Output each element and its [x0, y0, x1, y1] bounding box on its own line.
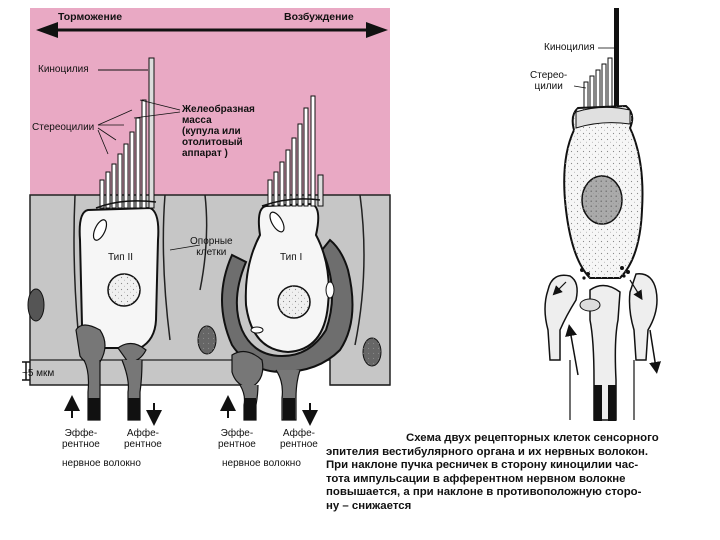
mitochondrion [92, 219, 108, 241]
efferent-label-2: Эффе- рентное [218, 428, 256, 450]
caption-line: повышается, а при наклоне в противополож… [326, 486, 642, 499]
type1-hair-cell [244, 202, 330, 354]
type1-efferent-terminal [231, 350, 264, 389]
type2-hair-bundle [99, 57, 155, 209]
type1-label: Тип I [280, 252, 303, 263]
right-stereocilia [583, 57, 613, 109]
right-kinocilium-label: Киноцилия [544, 42, 595, 53]
right-figure [544, 8, 661, 421]
caption-line: эпителия вестибулярного органа и их нерв… [326, 445, 649, 458]
right-stereocilia-label: Стерео- цилии [530, 70, 568, 92]
figure-caption: Схема двух рецепторных клеток сенсорного… [326, 432, 718, 514]
afferent-label-1: Аффе- рентное [124, 428, 162, 450]
support-nucleus [27, 288, 45, 322]
efferent-label-1: Эффе- рентное [62, 428, 100, 450]
inhibition-label: Торможение [58, 11, 123, 23]
gel-mass [30, 8, 390, 195]
kinocilium-label: Киноцилия [38, 64, 89, 75]
excitation-label: Возбуждение [284, 11, 354, 23]
type2-label: Тип II [108, 252, 134, 263]
caption-line: тота импульсации в афферентном нервном в… [326, 472, 626, 485]
fiber-label-2: нервное волокно [222, 458, 301, 469]
caption-line: Схема двух рецепторных клеток сенсорного [406, 432, 659, 444]
mitochondrion [269, 211, 285, 233]
right-up-arrow [565, 324, 579, 376]
afferent-label-2: Аффе- рентное [280, 428, 318, 450]
stereocilia-label: Стереоцилии [32, 122, 95, 133]
left-figure [22, 8, 391, 426]
caption-line: При наклоне пучка ресничек в сторону кин… [326, 459, 639, 472]
fiber-label-1: нервное волокно [62, 458, 141, 469]
type1-hair-bundle [267, 95, 324, 207]
caption-line: ну – снижается [326, 499, 412, 512]
right-kinocilium [614, 8, 619, 108]
right-vesicles [580, 266, 630, 280]
right-left-terminal [544, 274, 578, 361]
support-cells-label: Опорные клетки [190, 236, 233, 258]
scale-label: ~5 мкм [22, 368, 55, 379]
gel-mass-label: Желеобразная масса (купула или отолитовы… [182, 104, 255, 159]
right-down-arrow [649, 329, 661, 374]
